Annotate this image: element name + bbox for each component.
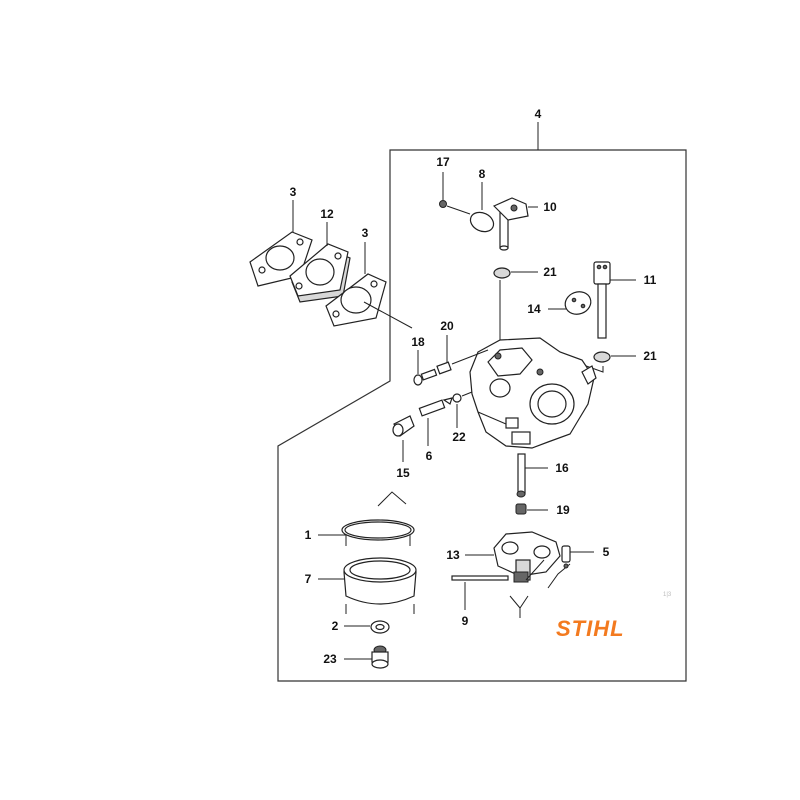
callout-22: 22 [452, 430, 466, 444]
stihl-logo: STIHL [556, 616, 625, 641]
gasket-3-right [325, 273, 387, 327]
choke-plate-8 [469, 211, 495, 233]
callout-2: 2 [331, 619, 339, 633]
callout-8: 8 [478, 167, 486, 181]
callout-13: 13 [446, 548, 460, 562]
callout-3-left: 3 [289, 185, 297, 199]
screw-22 [452, 393, 462, 403]
callout-17: 17 [436, 155, 450, 169]
seal-21-top [493, 267, 511, 279]
main-jet-19 [515, 503, 527, 515]
idle-tube-15 [392, 415, 415, 437]
callout-19: 19 [556, 503, 570, 517]
callout-1: 1 [304, 528, 312, 542]
callout-9: 9 [461, 614, 469, 628]
seal-21-right [593, 351, 611, 363]
washer-2 [370, 620, 390, 634]
intake-spacer-12 [289, 243, 351, 303]
callout-23: 23 [323, 652, 337, 666]
spring-20 [436, 361, 452, 375]
float-needle-5 [561, 545, 571, 569]
corner-mark: 1|3 [663, 592, 672, 598]
float-bowl-7 [343, 557, 417, 605]
float-13 [493, 531, 561, 583]
throttle-plate-14 [564, 291, 592, 315]
choke-lever-10 [492, 197, 529, 221]
callout-12: 12 [320, 207, 334, 221]
callout-6: 6 [425, 449, 433, 463]
callout-20: 20 [440, 319, 454, 333]
carburetor-body-4 [469, 337, 597, 449]
screw-17 [439, 200, 447, 208]
assembly-frame [277, 149, 687, 682]
bowl-gasket-1 [341, 519, 415, 541]
callout-4: 4 [534, 107, 542, 121]
callout-14: 14 [527, 302, 541, 316]
throttle-shaft-11 [593, 261, 611, 339]
callout-18: 18 [411, 335, 425, 349]
pilot-screw-6 [418, 397, 453, 417]
callout-10: 10 [543, 200, 557, 214]
callout-5: 5 [602, 545, 610, 559]
callout-11: 11 [643, 273, 657, 287]
callout-21-right: 21 [643, 349, 657, 363]
float-pin-9 [451, 575, 509, 581]
callout-21-top: 21 [543, 265, 557, 279]
callout-7: 7 [304, 572, 312, 586]
main-nozzle-16 [516, 453, 526, 498]
callout-3-right: 3 [361, 226, 369, 240]
screw-18 [413, 368, 438, 386]
callout-15: 15 [396, 466, 410, 480]
drain-bolt-23 [371, 645, 389, 669]
callout-16: 16 [555, 461, 569, 475]
